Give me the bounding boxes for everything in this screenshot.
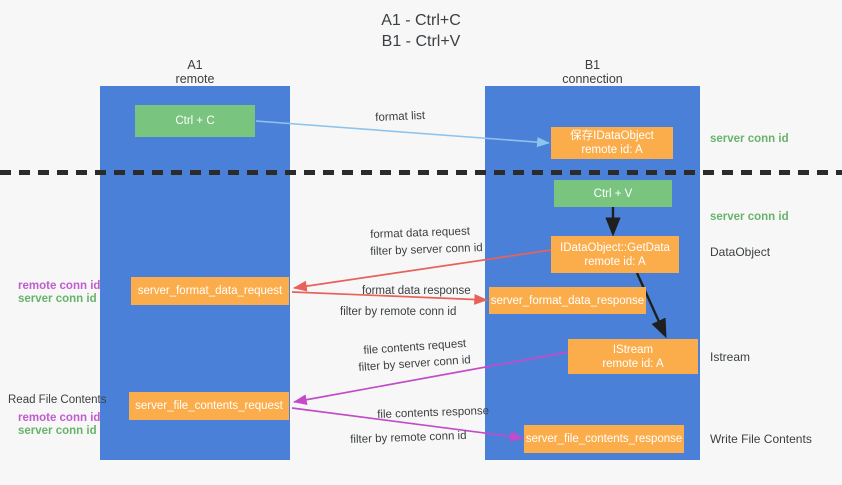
label-file-contents-response-filter: filter by remote conn id <box>350 429 467 447</box>
label-file-contents-request-filter-key: server conn id <box>398 354 472 372</box>
label-format-data-request-filter: filter by server conn id <box>370 241 483 259</box>
column-b1-name: B1 <box>584 58 601 72</box>
box-idataobject-remote-line1: 保存IDataObject <box>570 130 654 142</box>
label-format-data-request-filter-prefix: filter by <box>370 244 411 258</box>
box-server-file-contents-request-label: server_file_contents_request <box>135 400 283 412</box>
title-line-2: B1 - Ctrl+V <box>381 33 461 50</box>
label-left-read-file-contents: Read File Contents <box>8 394 107 406</box>
label-format-list: format list <box>375 109 426 124</box>
column-b1-subtitle: connection <box>562 72 623 86</box>
label-left-server-conn-id-2: server conn id <box>18 425 97 437</box>
label-file-contents-response-filter-prefix: filter by <box>350 432 391 446</box>
label-right-write-file-contents: Write File Contents <box>710 432 812 446</box>
column-a1-name: A1 <box>187 58 203 72</box>
box-istream-line1: IStream <box>612 343 654 356</box>
box-ctrl-c-label: Ctrl + C <box>175 115 215 127</box>
box-idataobject-getdata[interactable]: IDataObject::GetData remote id: A <box>551 236 679 273</box>
label-right-dataobject: DataObject <box>710 245 771 259</box>
box-server-format-data-request[interactable]: server_format_data_request <box>131 277 289 305</box>
label-format-data-response-filter-key: remote conn id <box>380 306 457 318</box>
label-file-contents-response-filter-key: remote conn id <box>390 429 467 445</box>
box-server-file-contents-response[interactable]: server_file_contents_response <box>524 425 684 453</box>
label-left-remote-conn-id-2: remote conn id <box>18 412 101 424</box>
box-ctrl-v-label: Ctrl + V <box>593 187 633 200</box>
label-format-data-request: format data request <box>370 225 471 241</box>
column-header-b1: B1 connection <box>485 58 700 86</box>
box-ctrl-c[interactable]: Ctrl + C <box>135 105 255 137</box>
label-left-remote-conn-id-1: remote conn id <box>18 280 101 292</box>
box-server-file-contents-request[interactable]: server_file_contents_request <box>129 392 289 420</box>
label-file-contents-response: file contents response <box>377 405 490 421</box>
diagram-title: A1 - Ctrl+C B1 - Ctrl+V <box>0 10 842 52</box>
label-left-server-conn-id-1: server conn id <box>18 293 97 305</box>
title-line-1: A1 - Ctrl+C <box>381 12 461 29</box>
label-right-istream: Istream <box>710 350 751 364</box>
box-server-format-data-request-label: server_format_data_request <box>137 285 283 297</box>
phase-divider <box>0 170 842 175</box>
box-ctrl-v[interactable]: Ctrl + V <box>554 180 672 207</box>
label-format-data-response-filter: filter by remote conn id <box>340 305 456 319</box>
label-format-data-response: format data response <box>362 285 471 297</box>
label-file-contents-request-filter-prefix: filter by <box>358 359 400 374</box>
column-header-a1: A1 remote <box>100 58 290 86</box>
box-server-format-data-response-label: server_format_data_response <box>490 294 645 307</box>
label-format-data-response-filter-prefix: filter by <box>340 306 381 318</box>
label-right-server-conn-id-1: server conn id <box>710 133 789 145</box>
box-idataobject-remote-line2: remote id: A <box>581 144 643 156</box>
box-istream[interactable]: IStream remote id: A <box>568 339 698 374</box>
box-server-file-contents-response-label: server_file_contents_response <box>525 433 683 445</box>
box-istream-line2: remote id: A <box>602 357 664 370</box>
box-idataobject-getdata-line2: remote id: A <box>584 255 646 268</box>
box-idataobject-getdata-line1: IDataObject::GetData <box>560 241 670 254</box>
label-format-data-request-filter-key: server conn id <box>410 242 483 257</box>
box-idataobject-remote[interactable]: 保存IDataObject remote id: A <box>551 127 673 159</box>
box-server-format-data-response[interactable]: server_format_data_response <box>489 287 646 314</box>
label-right-server-conn-id-2: server conn id <box>710 211 789 223</box>
column-a1-subtitle: remote <box>175 72 215 86</box>
